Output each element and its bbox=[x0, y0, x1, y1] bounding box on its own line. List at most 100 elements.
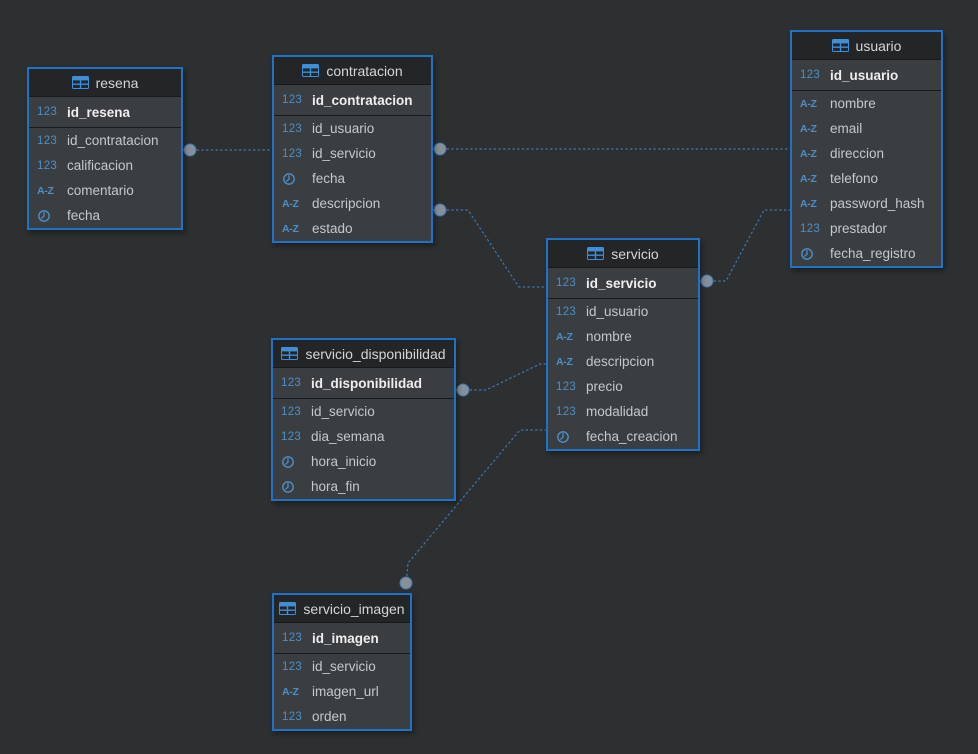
entity-table-servicio_disponibilidad[interactable]: servicio_disponibilidad 123 id_disponibil… bbox=[271, 338, 456, 501]
primary-key-row[interactable]: 123 id_usuario bbox=[792, 60, 941, 90]
relationship-line-servicio_imagen-servicio bbox=[405, 429, 547, 586]
column-name: id_usuario bbox=[830, 67, 899, 83]
numeric-type-icon: 123 bbox=[37, 106, 58, 118]
text-type-icon: A-Z bbox=[800, 97, 817, 110]
text-type-icon: A-Z bbox=[800, 122, 817, 135]
column-row[interactable]: fecha_registro bbox=[792, 241, 941, 266]
table-header[interactable]: contratacion bbox=[274, 57, 431, 85]
table-title: resena bbox=[95, 74, 139, 91]
column-name: email bbox=[830, 121, 863, 136]
text-type-icon: A-Z bbox=[800, 197, 817, 210]
relationship-endpoint-dot bbox=[433, 203, 447, 217]
column-row[interactable]: 123 orden bbox=[274, 704, 410, 729]
table-icon bbox=[281, 347, 299, 360]
text-type-icon: A-Z bbox=[282, 222, 299, 235]
text-type-icon: A-Z bbox=[282, 685, 299, 698]
datetime-type-icon bbox=[38, 209, 50, 222]
table-header[interactable]: resena bbox=[29, 69, 181, 97]
column-name: comentario bbox=[67, 183, 134, 198]
column-name: fecha bbox=[67, 208, 101, 223]
column-name: nombre bbox=[830, 96, 876, 111]
table-header[interactable]: usuario bbox=[792, 32, 941, 60]
table-title: servicio bbox=[611, 245, 659, 262]
column-row[interactable]: A-Z email bbox=[792, 116, 941, 141]
primary-key-row[interactable]: 123 id_disponibilidad bbox=[273, 368, 454, 398]
numeric-type-icon: 123 bbox=[282, 632, 303, 644]
table-icon bbox=[831, 39, 849, 52]
relationship-line-servicio_disponibilidad-servicio bbox=[455, 363, 547, 391]
table-header[interactable]: servicio_disponibilidad bbox=[273, 340, 454, 368]
text-type-icon: A-Z bbox=[800, 147, 817, 160]
column-row[interactable]: fecha bbox=[29, 203, 181, 228]
column-name: precio bbox=[586, 379, 623, 394]
text-type-icon: A-Z bbox=[556, 330, 573, 343]
numeric-type-icon: 123 bbox=[282, 122, 303, 135]
numeric-type-icon: 123 bbox=[282, 710, 303, 723]
column-row[interactable]: hora_fin bbox=[273, 474, 454, 499]
table-icon bbox=[279, 602, 297, 615]
column-name: id_usuario bbox=[312, 121, 375, 136]
primary-key-section: 123 id_disponibilidad bbox=[273, 368, 454, 399]
datetime-type-icon bbox=[283, 172, 295, 185]
column-name: orden bbox=[312, 709, 347, 724]
column-row[interactable]: fecha bbox=[274, 166, 431, 191]
relationship-endpoint-dot bbox=[183, 143, 197, 157]
numeric-type-icon: 123 bbox=[281, 377, 302, 389]
column-name: id_servicio bbox=[312, 659, 376, 674]
table-header[interactable]: servicio_imagen bbox=[274, 595, 410, 623]
column-name: hora_fin bbox=[311, 479, 360, 494]
table-title: usuario bbox=[855, 37, 902, 54]
numeric-type-icon: 123 bbox=[800, 69, 821, 81]
column-row[interactable]: fecha_creacion bbox=[548, 424, 698, 449]
relationship-endpoint-dot bbox=[399, 576, 413, 590]
numeric-type-icon: 123 bbox=[556, 305, 577, 318]
column-row[interactable]: 123 id_usuario bbox=[274, 116, 431, 141]
numeric-type-icon: 123 bbox=[800, 222, 821, 235]
table-header[interactable]: servicio bbox=[548, 240, 698, 268]
datetime-type-icon bbox=[282, 480, 294, 493]
column-row[interactable]: A-Z nombre bbox=[792, 91, 941, 116]
column-row[interactable]: hora_inicio bbox=[273, 449, 454, 474]
numeric-type-icon: 123 bbox=[282, 94, 303, 106]
numeric-type-icon: 123 bbox=[37, 159, 58, 172]
column-name: id_contratacion bbox=[67, 133, 159, 148]
column-name: id_servicio bbox=[312, 146, 376, 161]
column-name: id_disponibilidad bbox=[311, 375, 422, 391]
table-title: servicio_disponibilidad bbox=[305, 345, 446, 362]
